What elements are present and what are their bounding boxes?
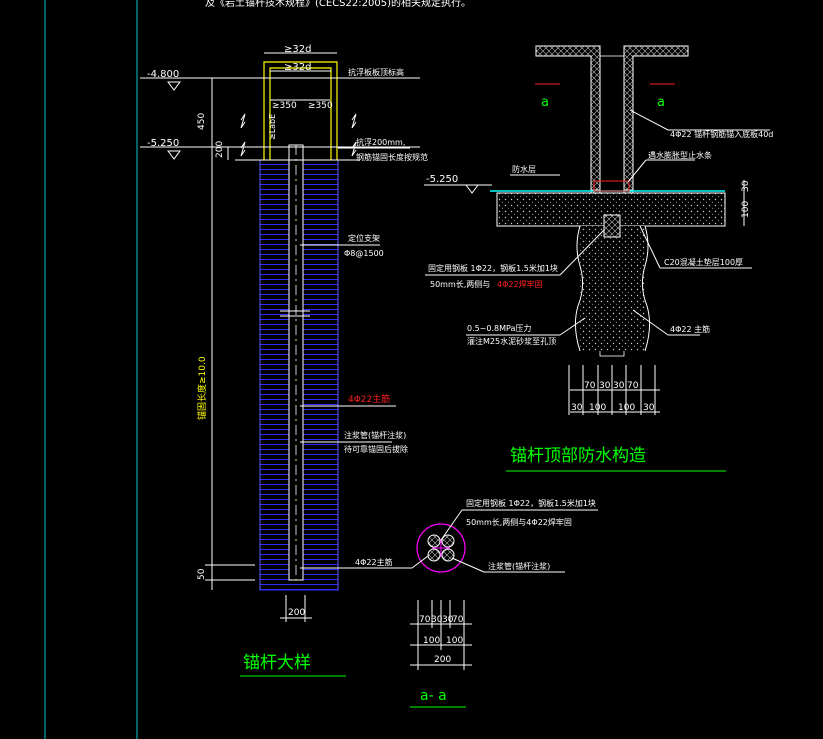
label-locator-spec: Φ8@1500 (344, 249, 384, 258)
aa-label-plate: 固定用钢板 1Φ22，钢板1.5米加1块 (466, 498, 596, 508)
anchor-hook-outer (263, 61, 338, 160)
aa-dim-row1-1: 30 (431, 615, 443, 625)
label-grout-wp-2: 灌注M25水泥砂浆至孔顶 (467, 336, 556, 346)
leader-aa-grout (451, 557, 485, 573)
grout-edge-left (574, 225, 584, 352)
section-aa: 固定用钢板 1Φ22，钢板1.5米加1块 50mm长,两侧与4Φ22焊牢固 注浆… (355, 498, 598, 708)
dim-anchor-length: 锚固长度≥10.0 (196, 356, 208, 420)
wp-dim-100: 100 (741, 201, 751, 218)
leader-anchor-into-slab (629, 109, 669, 131)
note-top-slab: 抗浮板板顶标高 (348, 67, 404, 77)
elev-bottom-text: -5.250 (147, 138, 179, 149)
wp-dim-row2-1: 100 (589, 403, 606, 413)
leader-grout-wp-2 (559, 317, 586, 336)
wp-dim-row1-2: 30 (613, 381, 625, 391)
section-aa-title: a- a (420, 688, 447, 704)
dim-lab-text: ≥LabE (268, 114, 277, 140)
elev-top-text: -4.800 (147, 69, 179, 80)
dim-inner-hook: ≥32d (284, 62, 311, 73)
grout-column (580, 226, 645, 351)
slab-break-left (240, 113, 246, 129)
section-mark-right: a (657, 95, 665, 110)
top-note-text: 及《岩土锚杆技术规程》(CECS22:2005)的相关规定执行。 (205, 0, 471, 9)
label-plate-2: 50mm长,两侧与 (430, 279, 490, 289)
label-plate-3: 4Φ22焊牢固 (497, 279, 543, 289)
section-aa-bar-4 (441, 548, 455, 562)
aa-dim-row1-3: 70 (452, 615, 464, 625)
label-waterproof-layer: 防水层 (512, 164, 536, 174)
aa-dim-row2-0: 100 (423, 636, 440, 646)
anchor-detail-title: 锚杆大样 (243, 653, 311, 673)
aa-label-plate-2: 50mm长,两侧与4Φ22焊牢固 (466, 517, 572, 527)
wp-dim-30: 30 (741, 180, 751, 192)
label-plate: 固定用钢板 1Φ22，钢板1.5米加1块 (428, 263, 558, 273)
label-bars-bottom: 4Φ22主筋 (355, 557, 393, 567)
label-waterstop: 遇水膨胀型止水条 (648, 150, 712, 160)
aa-dim-row1-2: 30 (442, 615, 454, 625)
grout-edge-right (641, 225, 651, 352)
section-aa-bar-3 (427, 548, 441, 562)
wp-dim-row1-3: 70 (627, 381, 639, 391)
dim-right-350: ≥350 (308, 101, 333, 111)
aa-dim-total: 200 (434, 655, 451, 665)
dim-450: 450 (197, 113, 207, 130)
leader-waterstop (627, 159, 647, 183)
slab-break-right (351, 113, 357, 129)
wp-dim-row2-2: 100 (618, 403, 635, 413)
elev-bottom-marker (167, 150, 181, 160)
wp-dim-row2-3: 30 (643, 403, 655, 413)
label-bars: 4Φ22主筋 (348, 393, 390, 405)
cushion-break-left (240, 141, 246, 157)
dim-200-top: 200 (215, 141, 225, 158)
wp-dim-row2-0: 30 (571, 403, 583, 413)
wp-bottom-dims: 70 30 30 70 30 100 100 30 (568, 365, 660, 415)
label-grout-wp: 0.5~0.8MPa压力 (467, 323, 531, 333)
section-aa-bar-2 (441, 534, 455, 548)
anchor-hook-inner (269, 67, 332, 160)
cushion-break-right (351, 141, 357, 157)
elev-top-marker (167, 81, 181, 91)
aa-label-grout: 注浆管(锚杆注浆) (488, 561, 550, 571)
leader-aa-plate (440, 509, 463, 541)
wp-elev-text: -5.250 (426, 174, 458, 185)
note-cushion: 抗浮200mm, (356, 137, 405, 147)
aa-dim-row2-1: 100 (446, 636, 463, 646)
anchor-detail: -4.800 -5.250 ≥32d ≥32d ≥350 ≥350 ≥LabE … (140, 44, 428, 677)
waterproof-detail-title: 锚杆顶部防水构造 (510, 446, 646, 466)
label-bars-wp: 4Φ22 主筋 (670, 324, 710, 334)
leader-plate-2 (559, 229, 605, 276)
wp-dim-row1-1: 30 (599, 381, 611, 391)
label-c20: C20混凝土垫层100厚 (664, 257, 743, 267)
leader-bars-wp (632, 309, 669, 336)
label-anchor-into-slab: 4Φ22 锚杆钢筋锚入底板40d (670, 129, 773, 139)
dim-width: 200 (288, 608, 305, 618)
note-cushion-2: 钢筋锚固长度按规范 (356, 152, 428, 162)
dim-50: 50 (197, 568, 207, 580)
leader-c20 (639, 225, 661, 269)
waterstop-strip (593, 180, 630, 192)
dim-outer-hook: ≥32d (284, 44, 311, 55)
wp-dim-row1-0: 70 (584, 381, 596, 391)
fixing-plate (603, 214, 621, 238)
section-mark-left: a (541, 95, 549, 110)
leader-aa-bars (411, 555, 429, 569)
wp-elev-marker (465, 184, 479, 194)
dim-left-350: ≥350 (272, 101, 297, 111)
waterproof-detail: a a -5.250 30 100 4Φ22 锚杆钢筋锚入底板40d 遇水膨胀型… (424, 45, 773, 472)
label-grout: 注浆管(锚杆注浆) (344, 430, 406, 440)
aa-dim-row1-0: 70 (419, 615, 431, 625)
label-grout-2: 待可靠锚固后拔除 (344, 444, 408, 454)
label-locator: 定位支架 (348, 233, 380, 243)
section-aa-bar-1 (427, 534, 441, 548)
